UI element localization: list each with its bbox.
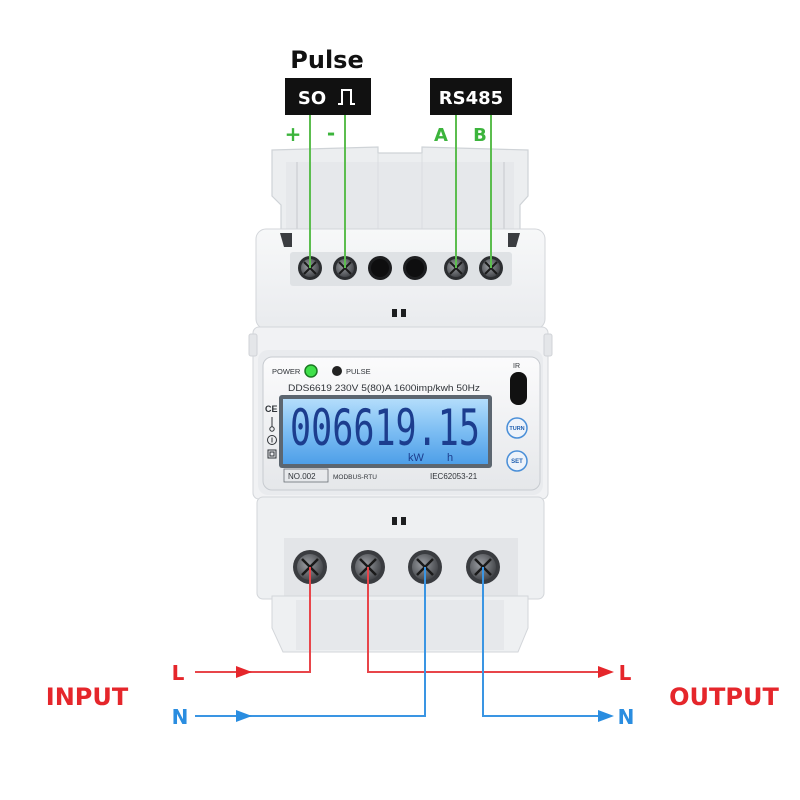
- arrow-right-icon: [598, 710, 614, 722]
- standard-label: IEC62053-21: [430, 472, 478, 481]
- so-label: SO: [298, 88, 326, 109]
- turn-button-label: TURN: [509, 426, 524, 432]
- upper-terminal-recess: [290, 252, 512, 286]
- upper-terminal-3: [368, 256, 392, 280]
- arrow-right-icon: [598, 666, 614, 678]
- lcd-reading: 006619.15: [290, 399, 480, 457]
- serial-number: NO.002: [288, 472, 316, 481]
- din-clip-left: [248, 333, 258, 357]
- front-panel: POWER PULSE IR DDS6619 230V 5(80)A 1600i…: [262, 356, 541, 491]
- rs485-label: RS485: [439, 88, 503, 109]
- pulse-led-label: PULSE: [346, 367, 371, 376]
- lower-seal-slot: [392, 517, 406, 525]
- lcd-unit-kw: kW: [408, 452, 425, 464]
- green-led-icon: [304, 364, 318, 378]
- rs485-a-label: A: [434, 125, 448, 146]
- class-1-icon: [267, 435, 277, 445]
- output-live-wire: [367, 567, 614, 678]
- lower-terminal-3: [408, 550, 442, 584]
- rs485-box: RS485: [430, 78, 512, 115]
- input-live-wire: [195, 567, 311, 678]
- lcd-unit-h: h: [447, 452, 453, 464]
- lcd-display: 006619.15 kW h: [279, 395, 492, 468]
- so-pulse-box: SO: [285, 78, 371, 115]
- lower-terminal-cover: [271, 595, 529, 653]
- din-clip-right: [543, 333, 553, 357]
- arrow-right-icon: [236, 666, 252, 678]
- input-live-label: L: [172, 661, 185, 685]
- protocol-label: MODBUS-RTU: [333, 474, 377, 481]
- input-neutral-wire: [195, 567, 426, 722]
- set-button-label: SET: [511, 459, 523, 465]
- pulse-plus-label: +: [285, 122, 302, 146]
- output-live-label: L: [619, 661, 632, 685]
- black-led-icon: [332, 366, 342, 376]
- pulse-minus-label: -: [327, 121, 335, 145]
- cover-hinge-right: [508, 233, 520, 247]
- upper-terminal-4: [403, 256, 427, 280]
- pulse-wires: [309, 115, 346, 268]
- ir-label: IR: [513, 363, 520, 370]
- lower-terminal-2: [351, 550, 385, 584]
- spec-line: DDS6619 230V 5(80)A 1600imp/kwh 50Hz: [288, 383, 481, 393]
- arrow-right-icon: [236, 710, 252, 722]
- cover-hinge-left: [280, 233, 292, 247]
- lower-terminal-4: [466, 550, 500, 584]
- input-label: INPUT: [46, 683, 129, 711]
- pulse-wave-icon: [338, 89, 355, 105]
- output-neutral-label: N: [618, 705, 635, 729]
- output-neutral-wire: [482, 567, 614, 722]
- rs485-b-label: B: [473, 125, 487, 146]
- serial-box: [283, 468, 329, 483]
- rs485-wires: [455, 115, 492, 268]
- energy-meter: POWER PULSE IR DDS6619 230V 5(80)A 1600i…: [248, 146, 553, 653]
- ce-mark: CE: [265, 404, 278, 414]
- power-label: POWER: [272, 367, 301, 376]
- pulse-title: Pulse: [290, 46, 363, 74]
- set-button: SET: [506, 450, 528, 472]
- upper-seal-slot: [392, 309, 406, 317]
- ir-port-icon: [510, 372, 527, 405]
- output-label: OUTPUT: [669, 683, 779, 711]
- double-insulation-icon: [267, 449, 277, 459]
- upper-terminal-6: [479, 256, 503, 280]
- input-neutral-label: N: [172, 705, 189, 729]
- thermometer-icon: [269, 417, 275, 432]
- lower-terminal-1: [293, 550, 327, 584]
- turn-button: TURN: [506, 417, 528, 439]
